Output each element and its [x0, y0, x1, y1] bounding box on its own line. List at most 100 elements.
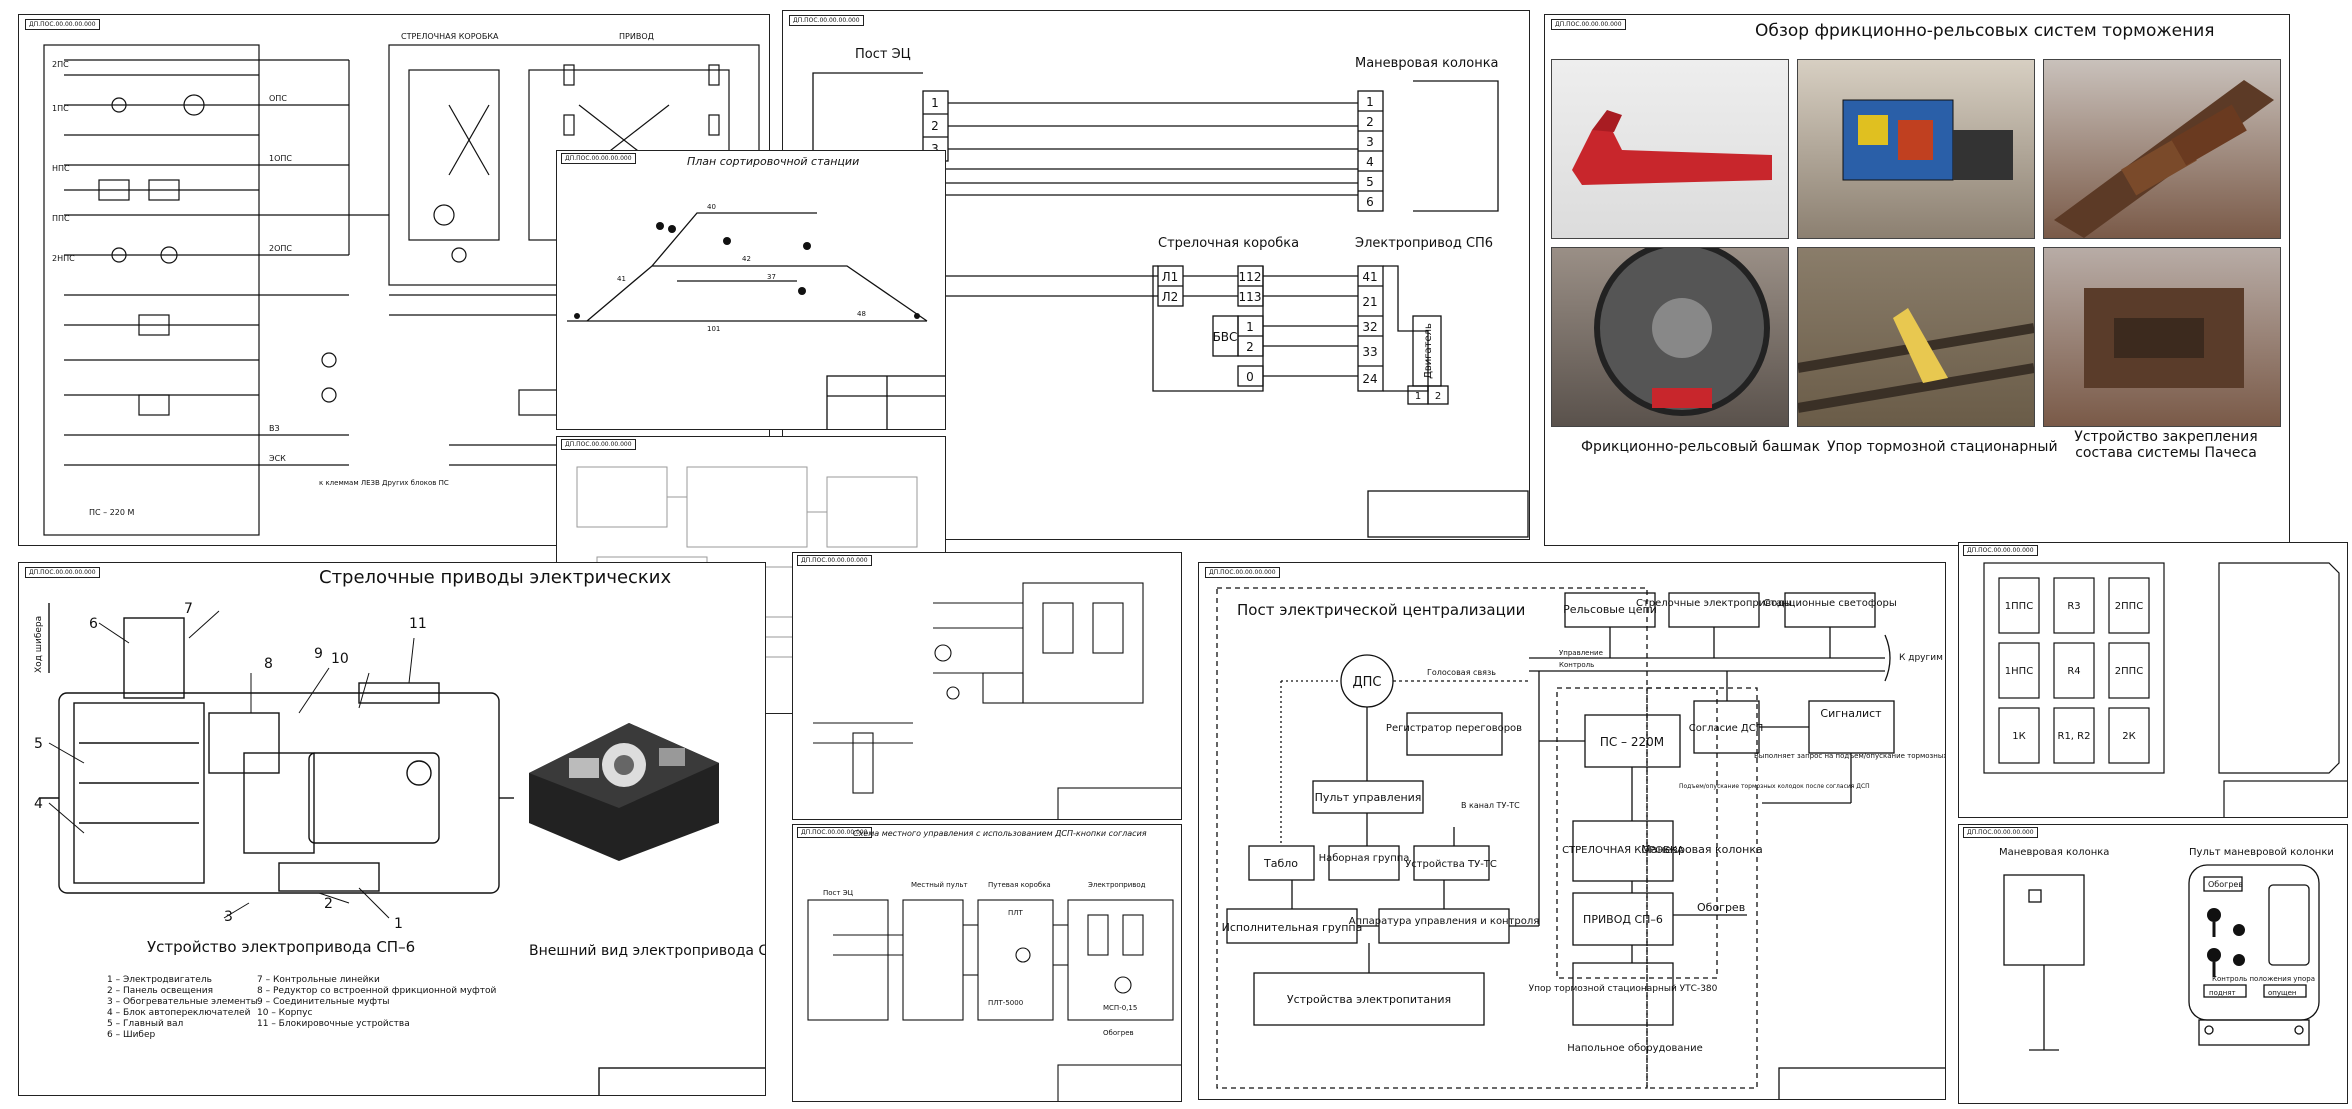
box-terminal: Л2 — [1162, 290, 1179, 304]
plan-number: 37 — [767, 273, 776, 281]
strelochnaya-korobka-title: СТРЕЛОЧНАЯ КОРОБКА — [401, 32, 499, 41]
caption-stationary-stop: Упор тормозной стационарный — [1827, 439, 2058, 455]
scheme-label: ПЛТ — [1008, 909, 1024, 917]
paches-fixing-device-photo — [2043, 247, 2281, 427]
sheet-ec-post-block-diagram: ДП.ПОС.00.00.00.000 — [1198, 562, 1946, 1100]
drive-label: ПРИВОД СП–6 — [1583, 913, 1663, 926]
cabinet-cell: 2К — [2122, 731, 2135, 742]
cabinet-cell: 1НПС — [2005, 666, 2033, 677]
heating-button-label: Обогрев — [2208, 880, 2243, 889]
sp6-photo — [529, 723, 719, 861]
stroke-label: Ход шибера — [34, 616, 44, 673]
legend-item: 2 – Панель освещения — [107, 986, 214, 996]
switch-box-label: Стрелочная коробка — [1158, 236, 1300, 251]
brake-shoe-photo — [1551, 59, 1789, 239]
post-terminal: 1 — [931, 96, 939, 110]
plan-number: 101 — [707, 325, 720, 333]
relay-label: 1ПС — [52, 104, 69, 113]
scheme-label: МСП-0,15 — [1103, 1004, 1137, 1012]
floor-equipment-label: Напольное оборудование — [1567, 1043, 1703, 1054]
cabinet-drawing: 1ППС R3 2ППС 1НПС R4 2ППС 1К R1, R2 2К — [1983, 562, 2347, 817]
cabinet-cell: 1К — [2012, 731, 2025, 742]
callout: 1 — [394, 916, 403, 932]
shunting-column-label: Маневровая колонка — [1641, 843, 1762, 856]
dsp-consent-label: Согласие ДСП — [1689, 723, 1764, 734]
tu-ts-channel-label: В канал ТУ-ТС — [1461, 801, 1520, 810]
shunting-column-drawing: Маневровая колонка Пульт маневровой коло… — [1999, 847, 2334, 1051]
sp6-device-caption: Устройство электропривода СП–6 — [147, 938, 416, 956]
plan-number: 41 — [617, 275, 626, 283]
rail-circuits-label: Рельсовые цепи — [1563, 603, 1657, 616]
bvs-terminal: 2 — [1246, 340, 1254, 354]
lowered-label: опущен — [2268, 989, 2296, 997]
cabinet-cell: R1, R2 — [2058, 731, 2091, 742]
cabinet-cell: R3 — [2067, 601, 2080, 612]
relay-label: 2НПС — [52, 254, 75, 263]
relay-label: ОПС — [269, 94, 287, 103]
sp6-drawing: 11 10 9 8 7 6 5 4 3 2 1 Ход шибера — [34, 601, 765, 1095]
callout: 7 — [184, 601, 193, 617]
post-terminal: 2 — [931, 119, 939, 133]
relay-label: 1ОПС — [269, 154, 292, 163]
ec-post-title: Пост электрической централизации — [1237, 601, 1525, 619]
column-terminal: 2 — [1366, 115, 1374, 129]
stationary-stop-photo — [1797, 247, 2035, 427]
dps-label: ДПС — [1352, 675, 1381, 690]
plan-number: 40 — [707, 203, 716, 211]
column-terminal: 4 — [1366, 155, 1374, 169]
scheme-label: Обогрев — [1103, 1029, 1134, 1037]
ps220-label: ПС – 220М — [1600, 735, 1664, 749]
sheet-cabinet-layout: ДП.ПОС.00.00.00.000 1ППС R3 2ППС 1НПС R4… — [1958, 542, 2348, 818]
lift-note: Подъем/опускание тормозных колодок после… — [1679, 783, 1870, 790]
sheet-tag: ДП.ПОС.00.00.00.000 — [561, 153, 636, 164]
callout: 5 — [34, 736, 43, 752]
brake-stop-label: Упор тормозной стационарный УТС-380 — [1529, 984, 1718, 994]
legend-item: 4 – Блок автопереключателей — [107, 1008, 251, 1018]
sheet-tag: ДП.ПОС.00.00.00.000 — [797, 555, 872, 566]
cable-diagram-drawing: 1 2 3 1 2 3 4 5 6 Л1 Л2 112 113 БВС 1 2 … — [812, 72, 1529, 538]
voice-link-label: Голосовая связь — [1427, 668, 1496, 677]
relay-label: 2ОПС — [269, 244, 292, 253]
sheet-tag: ДП.ПОС.00.00.00.000 — [1205, 567, 1280, 578]
apparatus-label: Аппаратура управления и контроля — [1349, 916, 1540, 927]
rusty-rail-brake-photo — [2043, 59, 2281, 239]
plan-number: 48 — [857, 310, 866, 318]
tablo-label: Табло — [1263, 857, 1298, 870]
sp6-sheet-title: Стрелочные приводы электрических — [319, 567, 672, 588]
column-terminal: 5 — [1366, 175, 1374, 189]
legend-item: 1 – Электродвигатель — [107, 975, 212, 985]
ps-220-label: ПС – 220 М — [89, 508, 135, 517]
plan-number: 42 — [742, 255, 751, 263]
relay-label: 2ПС — [52, 60, 69, 69]
caption-brake-shoe: Фрикционно-рельсовый башмак — [1581, 439, 1821, 455]
sheet-sp6-drive: ДП.ПОС.00.00.00.000 Стрелочные приводы э… — [18, 562, 766, 1096]
sheet-cable-diagram: ДП.ПОС.00.00.00.000 Пост ЭЦ Маневровая к… — [782, 10, 1530, 540]
relay-label: ВЗ — [269, 424, 280, 433]
raised-label: поднят — [2209, 989, 2236, 997]
column-terminal: 6 — [1366, 195, 1374, 209]
legend-item: 11 – Блокировочные устройства — [257, 1019, 410, 1029]
scheme-label: Пост ЭЦ — [823, 889, 854, 897]
control-line-label: Управление — [1559, 649, 1603, 657]
legend-item: 5 – Главный вал — [107, 1019, 184, 1029]
small-circuit-drawing — [813, 582, 1181, 819]
drive-terminal: 21 — [1362, 295, 1377, 309]
callout: 10 — [331, 651, 349, 667]
sheet-brake-systems-review: ДП.ПОС.00.00.00.000 Обзор фрикционно-рел… — [1544, 14, 2290, 546]
drive-terminal: 24 — [1362, 372, 1377, 386]
callout: 2 — [324, 896, 333, 912]
motor-terminal: 2 — [1435, 391, 1441, 402]
tu-ts-label: Устройства ТУ-ТС — [1405, 859, 1497, 870]
signalist-label: Сигналист — [1820, 707, 1882, 720]
sp6-photo-caption: Внешний вид электропривода СП–6 — [529, 943, 765, 959]
scheme-label: Местный пульт — [911, 881, 968, 889]
sheet-tag: ДП.ПОС.00.00.00.000 — [1963, 545, 2038, 556]
recorder-label: Регистратор переговоров — [1386, 723, 1522, 734]
review-title: Обзор фрикционно-рельсовых систем тормож… — [1755, 21, 2215, 41]
control-panel-label: Пульт управления — [1315, 791, 1422, 804]
station-plan-title: План сортировочной станции — [687, 155, 860, 168]
relay-label: ЭСК — [269, 454, 286, 463]
block-diagram-drawing: Пост электрической централизации ДПС Гол… — [1216, 587, 1945, 1099]
column-terminal: 3 — [1366, 135, 1374, 149]
caption-paches: Устройство закрепления состава системы П… — [2074, 429, 2258, 461]
